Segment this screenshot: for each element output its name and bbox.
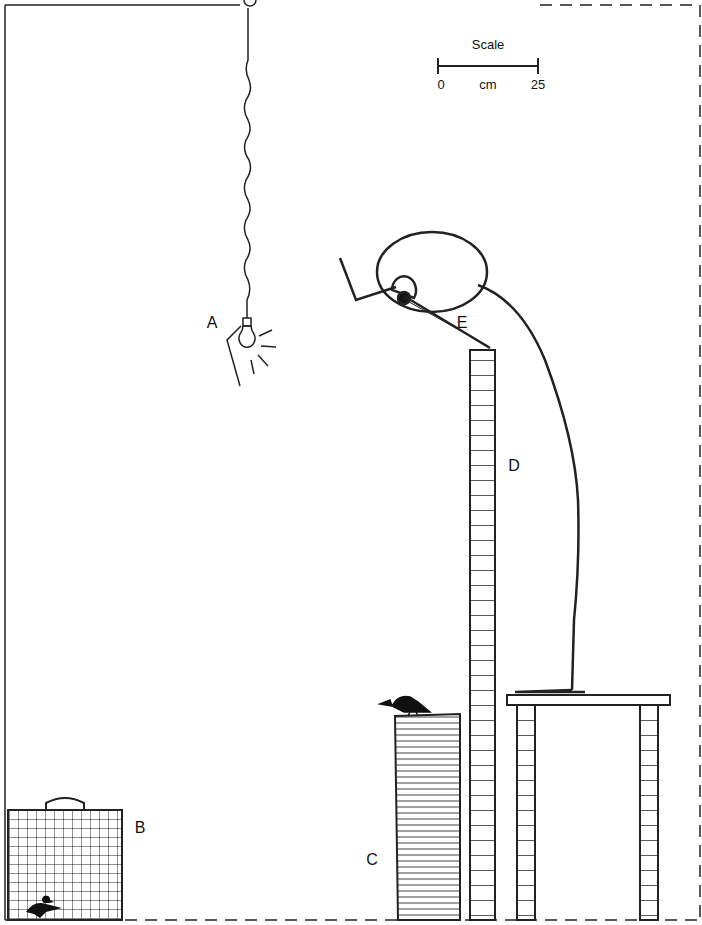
part-label: E bbox=[457, 315, 468, 331]
scale-bar bbox=[438, 58, 538, 74]
part-label: C bbox=[366, 852, 378, 868]
part-label: B bbox=[135, 820, 146, 836]
viewing-tube bbox=[340, 258, 490, 348]
scale-number: 0 bbox=[437, 78, 444, 91]
scale-unit: cm bbox=[479, 78, 496, 91]
scale-number: 25 bbox=[531, 78, 545, 91]
part-label: D bbox=[508, 458, 520, 474]
lamp bbox=[227, 0, 276, 386]
observer bbox=[377, 232, 585, 692]
part-label: A bbox=[207, 315, 218, 331]
perch-block bbox=[380, 696, 460, 920]
frame bbox=[5, 5, 700, 920]
platform bbox=[507, 695, 670, 920]
ladder-stand bbox=[470, 350, 495, 920]
bird bbox=[26, 896, 62, 918]
bird bbox=[380, 696, 430, 716]
cage bbox=[8, 798, 122, 920]
scale-title: Scale bbox=[472, 38, 505, 51]
